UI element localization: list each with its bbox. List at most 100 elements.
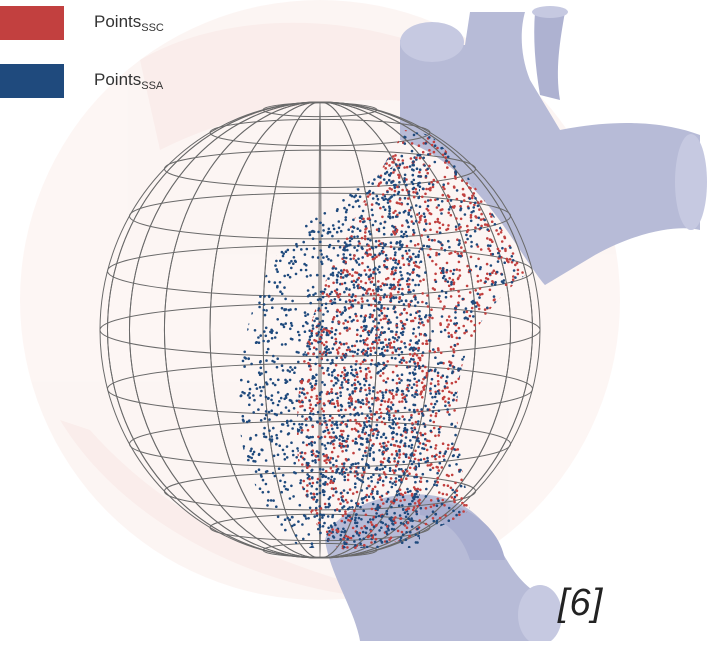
ssc-point [408, 209, 411, 212]
ssc-point [313, 493, 316, 496]
ssc-point [436, 481, 439, 484]
ssc-point [444, 176, 447, 179]
ssa-point [311, 485, 314, 488]
ssc-point [377, 184, 380, 187]
ssc-point [432, 467, 435, 470]
ssc-point [377, 398, 380, 401]
ssc-point [478, 308, 481, 311]
ssc-point [321, 342, 324, 345]
ssa-point [313, 230, 316, 233]
ssc-point [310, 410, 313, 413]
ssa-point [416, 341, 419, 344]
ssc-point [447, 228, 450, 231]
ssc-point [388, 410, 391, 413]
ssc-point [424, 444, 427, 447]
ssa-point [304, 311, 307, 314]
ssa-point [265, 396, 268, 399]
ssc-point [424, 193, 427, 196]
ssa-point [312, 294, 315, 297]
ssa-point [326, 359, 329, 362]
ssc-point [331, 327, 334, 330]
ssc-point [326, 393, 329, 396]
ssa-point [328, 373, 331, 376]
ssa-point [275, 434, 278, 437]
ssc-point [337, 455, 340, 458]
ssa-point [425, 495, 428, 498]
ssc-point [467, 229, 470, 232]
ssc-point [307, 429, 310, 432]
ssc-point [350, 537, 353, 540]
ssa-point [399, 271, 402, 274]
ssa-point [349, 194, 352, 197]
ssc-point [417, 459, 420, 462]
ssa-point [305, 517, 308, 520]
ssa-point [326, 255, 329, 258]
ssa-point [395, 390, 398, 393]
ssc-point [340, 446, 343, 449]
ssa-point [387, 201, 390, 204]
ssc-point [389, 200, 392, 203]
ssa-point [288, 432, 291, 435]
ssa-point [246, 421, 249, 424]
ssa-point [412, 229, 415, 232]
ssa-point [347, 435, 350, 438]
ssc-point [337, 294, 340, 297]
ssc-point [450, 392, 453, 395]
ssa-point [354, 368, 357, 371]
ssc-point [387, 441, 390, 444]
ssc-point [408, 535, 411, 538]
ssa-point [369, 518, 372, 521]
ssc-point [337, 404, 340, 407]
ssa-point [411, 394, 414, 397]
ssc-point [454, 177, 457, 180]
ssc-point [439, 267, 442, 270]
ssc-point [382, 502, 385, 505]
ssc-point [342, 538, 345, 541]
ssc-point [322, 372, 325, 375]
ssa-point [392, 427, 395, 430]
ssa-point [431, 239, 434, 242]
ssa-point [280, 430, 283, 433]
ssa-point [400, 299, 403, 302]
ssa-point [453, 366, 456, 369]
ssc-point [402, 397, 405, 400]
ssc-point [435, 263, 438, 266]
ssc-point [380, 412, 383, 415]
ssc-point [370, 530, 373, 533]
ssc-point [333, 316, 336, 319]
ssa-point [280, 491, 283, 494]
ssa-point [322, 296, 325, 299]
ssa-point [340, 534, 343, 537]
ssa-point [293, 407, 296, 410]
ssc-point [447, 368, 450, 371]
ssa-point [325, 447, 328, 450]
ssa-point [508, 547, 511, 550]
ssa-point [265, 483, 268, 486]
ssc-point [348, 327, 351, 330]
ssa-point [417, 284, 420, 287]
ssa-point [287, 274, 290, 277]
ssa-point [386, 513, 389, 516]
ssa-point [410, 215, 413, 218]
ssa-point [304, 515, 307, 518]
ssa-point [325, 506, 328, 509]
ssc-point [390, 294, 393, 297]
ssa-point [248, 404, 251, 407]
ssa-point [401, 373, 404, 376]
ssa-point [248, 392, 251, 395]
ssa-point [404, 346, 407, 349]
ssc-point [334, 290, 337, 293]
ssc-point [450, 346, 453, 349]
ssa-point [327, 258, 330, 261]
ssa-point [368, 389, 371, 392]
ssa-point [345, 211, 348, 214]
ssc-point [392, 230, 395, 233]
ssc-point [339, 311, 342, 314]
ssa-point [390, 406, 393, 409]
ssa-point [279, 480, 282, 483]
ssa-point [332, 347, 335, 350]
ssc-point [443, 305, 446, 308]
ssa-point [267, 348, 270, 351]
ssa-point [290, 267, 293, 270]
ssa-point [455, 392, 458, 395]
